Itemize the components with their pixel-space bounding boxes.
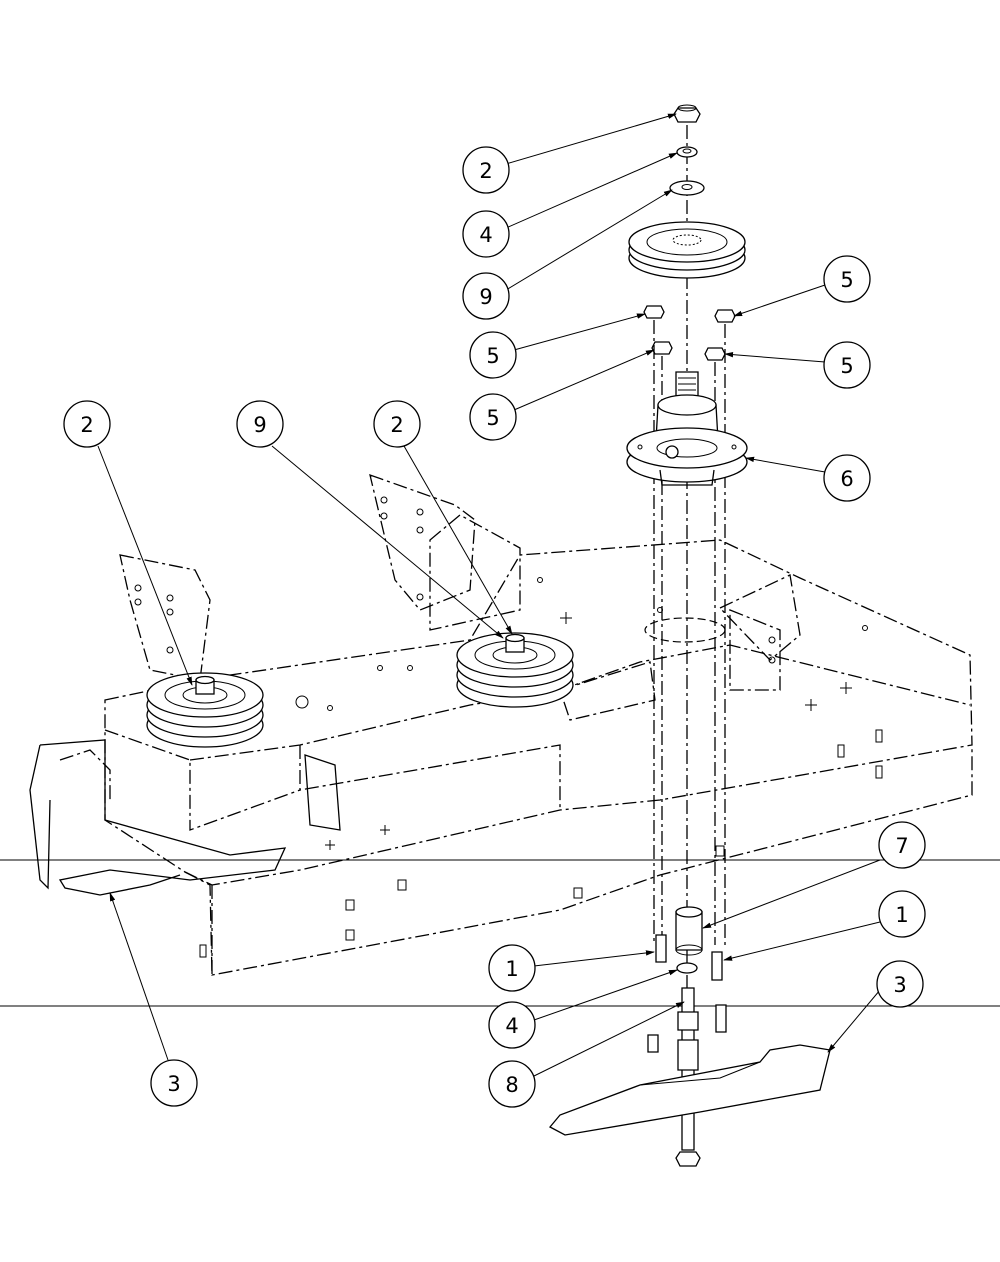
idler-pulley-center — [456, 632, 574, 708]
svg-text:5: 5 — [486, 406, 499, 430]
svg-text:2: 2 — [479, 159, 492, 183]
svg-text:2: 2 — [390, 413, 403, 437]
callout-8: 8 — [488, 1060, 536, 1108]
svg-text:9: 9 — [253, 413, 266, 437]
svg-text:5: 5 — [840, 354, 853, 378]
svg-text:5: 5 — [840, 268, 853, 292]
idler-pulley-left — [146, 672, 264, 748]
callout-3-right: 3 — [876, 960, 924, 1008]
callout-7: 7 — [878, 821, 926, 869]
svg-text:3: 3 — [167, 1072, 180, 1096]
svg-text:9: 9 — [479, 285, 492, 309]
svg-text:3: 3 — [893, 973, 906, 997]
callout-2-mid: 2 — [373, 400, 421, 448]
svg-text:1: 1 — [895, 903, 908, 927]
callout-bubbles: 2 4 9 5 5 5 5 6 — [63, 146, 926, 1108]
svg-text:5: 5 — [486, 344, 499, 368]
svg-text:1: 1 — [505, 957, 518, 981]
callout-5-left-top: 5 — [469, 331, 517, 379]
callout-5-left-mid: 5 — [469, 393, 517, 441]
svg-text:6: 6 — [840, 467, 853, 491]
svg-text:4: 4 — [479, 223, 492, 247]
callout-3-left: 3 — [150, 1059, 198, 1107]
callout-6: 6 — [823, 454, 871, 502]
mower-deck — [29, 473, 973, 976]
svg-text:4: 4 — [505, 1014, 518, 1038]
callout-5-right-top: 5 — [823, 255, 871, 303]
spindle-assembly — [548, 104, 831, 1167]
callout-5-right-mid: 5 — [823, 341, 871, 389]
leader-lines — [97, 113, 881, 1077]
callout-1-left: 1 — [488, 944, 536, 992]
callout-9-top: 9 — [462, 272, 510, 320]
svg-text:2: 2 — [80, 413, 93, 437]
svg-text:8: 8 — [505, 1073, 518, 1097]
svg-text:7: 7 — [895, 834, 908, 858]
callout-2-left: 2 — [63, 400, 111, 448]
callout-4-top: 4 — [462, 210, 510, 258]
callout-1-right: 1 — [878, 890, 926, 938]
callout-2-top: 2 — [462, 146, 510, 194]
callout-9-mid: 9 — [236, 400, 284, 448]
callout-4-bottom: 4 — [488, 1001, 536, 1049]
